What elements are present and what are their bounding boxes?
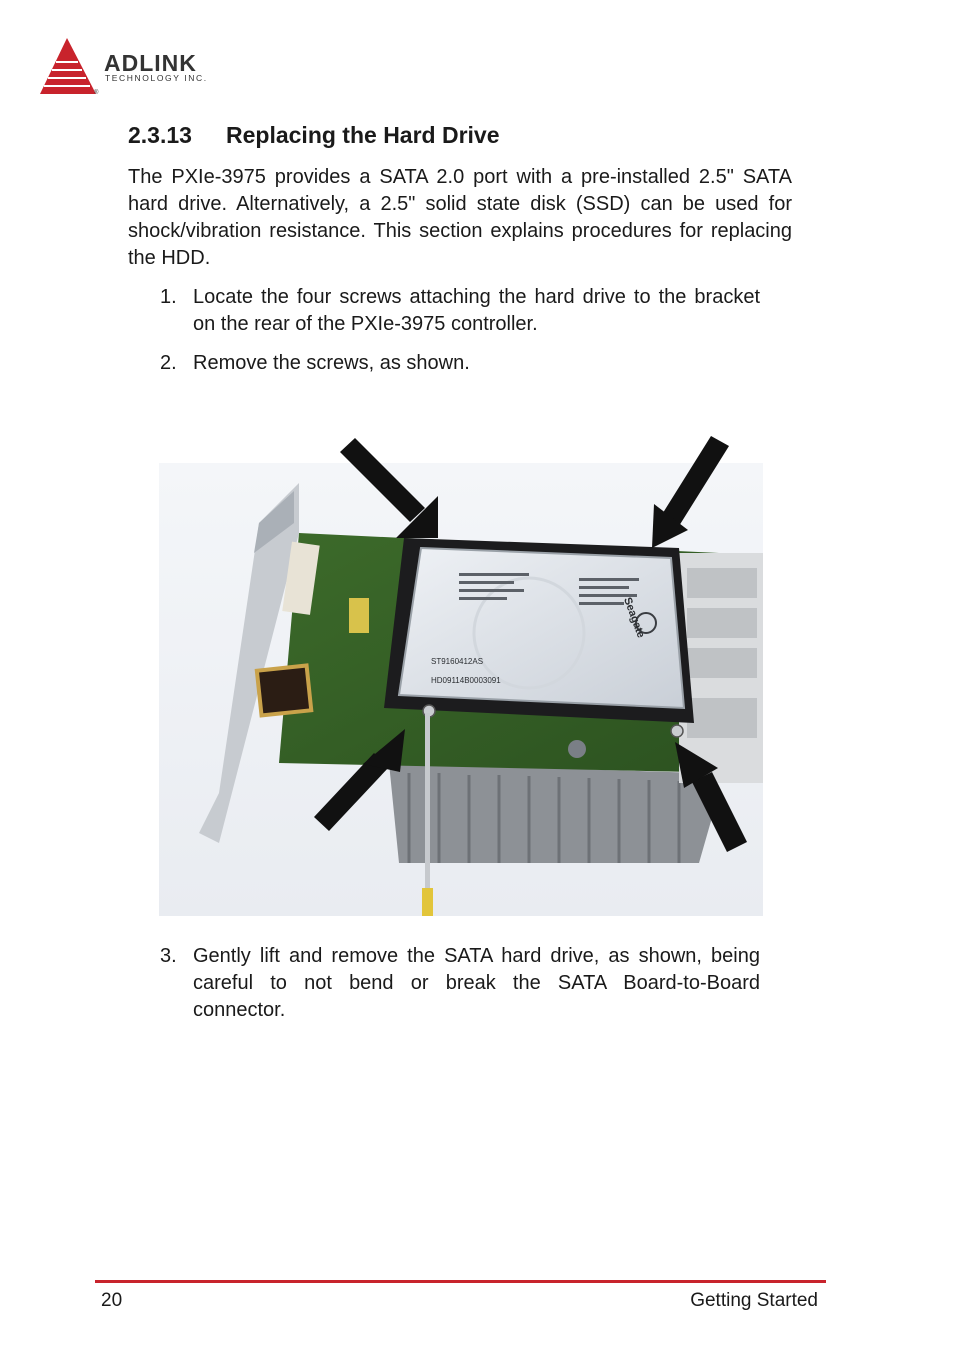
registered-mark: ® xyxy=(94,90,99,96)
hard-drive-photo: Seagate ST9160412AS HD09114B0003091 xyxy=(159,463,763,916)
footer-section-name: Getting Started xyxy=(690,1290,818,1311)
step-text: Remove the screws, as shown. xyxy=(193,352,470,374)
page-number: 20 xyxy=(101,1290,123,1311)
logo-tagline: TECHNOLOGY INC. xyxy=(105,73,208,83)
section-title: Replacing the Hard Drive xyxy=(226,122,500,148)
step-3: 3. Gently lift and remove the SATA hard … xyxy=(160,943,760,1024)
step-2: 2. Remove the screws, as shown. xyxy=(160,350,760,377)
step-number: 1. xyxy=(160,286,177,308)
drive-serial-label: HD09114B0003091 xyxy=(431,676,501,685)
step-text: Locate the four screws attaching the har… xyxy=(193,286,760,335)
step-number: 2. xyxy=(160,352,177,374)
footer-rule xyxy=(95,1280,826,1283)
step-number: 3. xyxy=(160,945,177,967)
logo-wordmark: ADLINK xyxy=(104,50,197,76)
drive-model-label: ST9160412AS xyxy=(431,657,483,666)
intro-paragraph: The PXIe-3975 provides a SATA 2.0 port w… xyxy=(128,166,792,269)
step-1: 1. Locate the four screws attaching the … xyxy=(160,284,760,338)
screw-icon xyxy=(670,724,684,738)
adlink-logo: ADLINK TECHNOLOGY INC. ® xyxy=(38,36,238,102)
triangle-logo-icon xyxy=(40,38,96,94)
section-heading: 2.3.13 Replacing the Hard Drive xyxy=(128,122,500,149)
section-number: 2.3.13 xyxy=(128,122,192,148)
step-text: Gently lift and remove the SATA hard dri… xyxy=(193,945,760,1021)
